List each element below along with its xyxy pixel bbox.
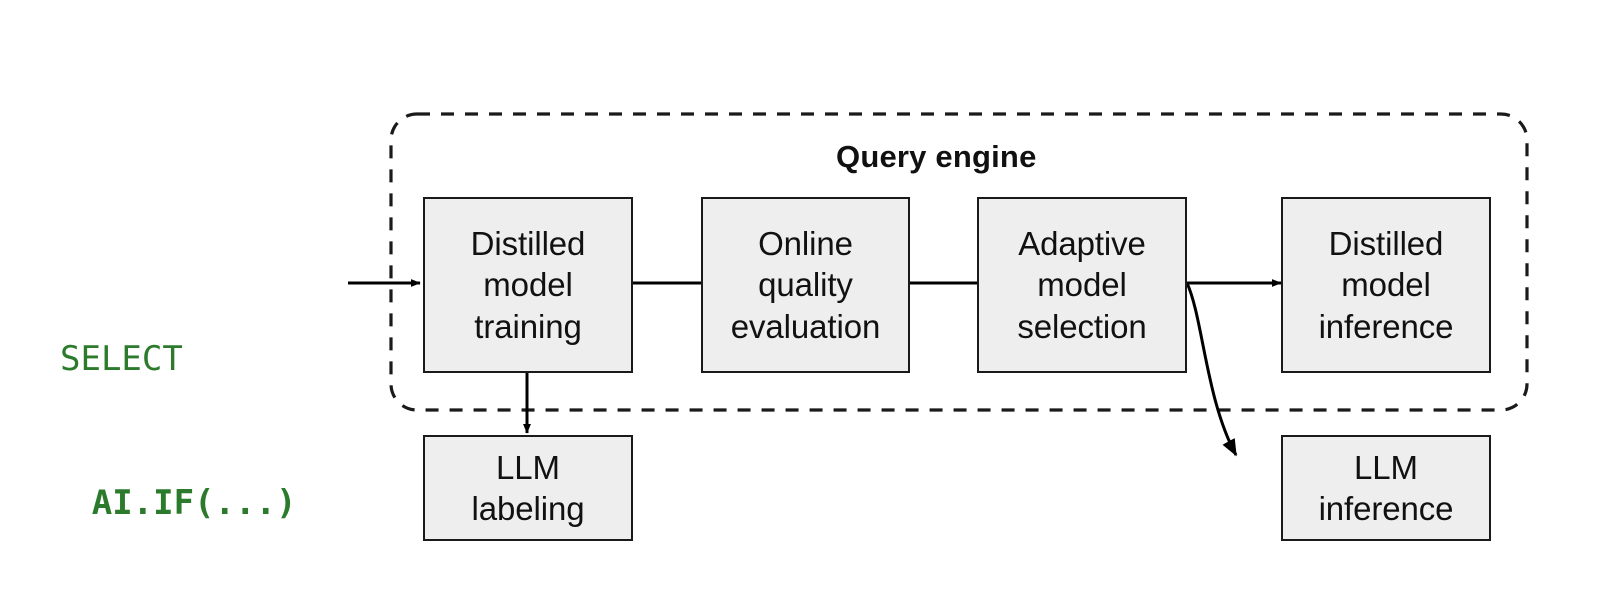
sql-function-ai-if: AI.IF(...) — [91, 483, 297, 524]
node-distilled-model-inference[interactable]: Distilled model inference — [1281, 197, 1491, 373]
node-llm-labeling[interactable]: LLM labeling — [423, 435, 633, 541]
sql-keyword-select: SELECT — [60, 338, 183, 379]
node-distilled-model-training[interactable]: Distilled model training — [423, 197, 633, 373]
edge-selection-to-llm-inference — [1185, 282, 1238, 457]
input-query-text: SELECT AI.IF(...) — [60, 238, 296, 612]
node-llm-inference[interactable]: LLM inference — [1281, 435, 1491, 541]
query-engine-group-title: Query engine — [836, 139, 1037, 174]
node-adaptive-model-selection[interactable]: Adaptive model selection — [977, 197, 1187, 373]
query-engine-group-border — [389, 112, 1529, 412]
node-online-quality-evaluation[interactable]: Online quality evaluation — [701, 197, 910, 373]
